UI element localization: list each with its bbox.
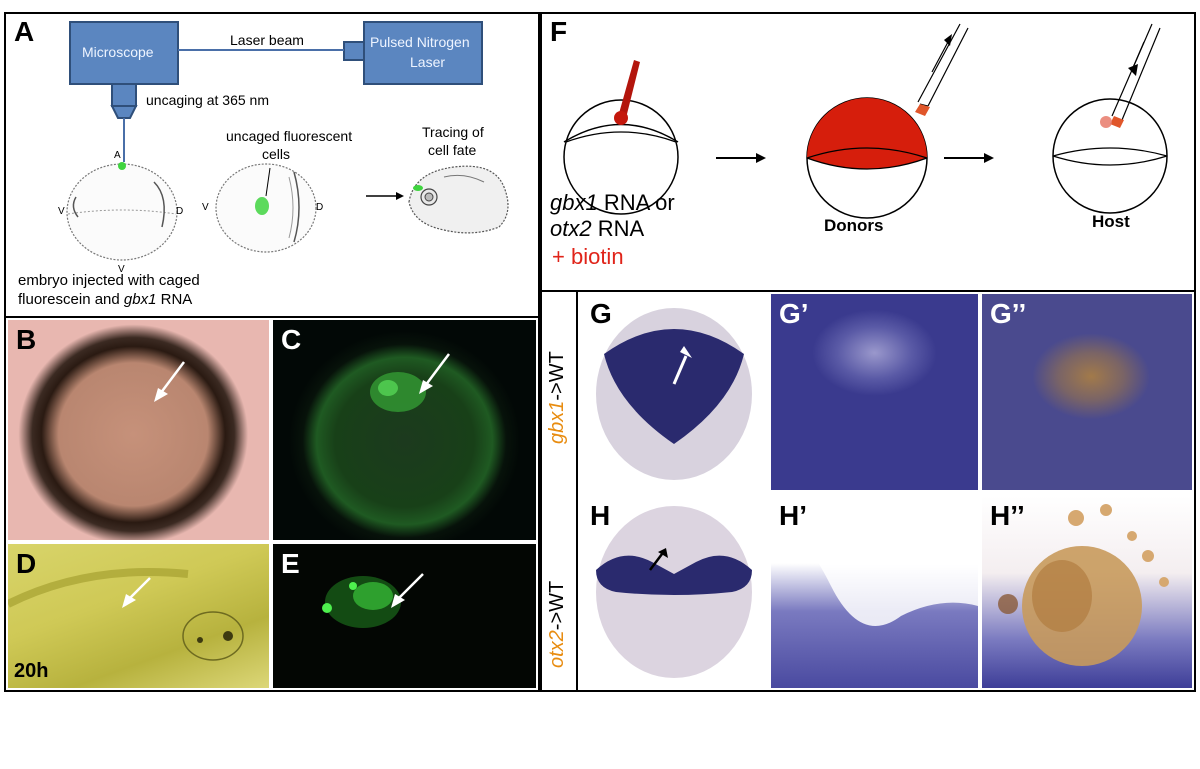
tracing-label-line1: Tracing of: [422, 124, 484, 140]
photo-c-letter: C: [281, 324, 302, 355]
panel-a-schematic: [66, 21, 509, 261]
photo-g-double-prime: G’’: [982, 294, 1192, 490]
axis-v-left-label: V: [58, 206, 65, 217]
row-label-g-suffix: ->WT: [546, 351, 568, 401]
panel-a-letter: A: [14, 16, 35, 47]
gbx1-gene: gbx1: [550, 190, 598, 215]
rna-or-text: RNA or: [597, 190, 675, 215]
photo-g-prime-letter: G’: [779, 298, 809, 329]
laser-nozzle: [343, 41, 365, 61]
photo-e: E: [273, 544, 536, 688]
photo-e-signal: [322, 573, 424, 628]
photo-grid-right: [540, 290, 1196, 692]
photo-e-letter: E: [281, 548, 300, 579]
caption-gene: gbx1: [123, 291, 157, 308]
microscope-label: Microscope: [82, 44, 154, 60]
photo-grid-left: [4, 316, 540, 692]
photo-h-letter: H: [590, 500, 611, 531]
axis-d-embryo2-label: D: [316, 202, 324, 213]
row-label-g-gene: gbx1: [546, 400, 568, 444]
photo-g-embryo: [596, 308, 752, 480]
time-label: 20h: [14, 660, 49, 682]
photo-g: G: [582, 294, 765, 490]
panel-a-caption-line2: fluorescein and gbx1 RNA: [18, 291, 192, 308]
objective-tip: [110, 105, 138, 119]
axis-v-embryo2-label: V: [202, 202, 209, 213]
photo-d-features: [8, 568, 244, 661]
photo-d-letter: D: [16, 548, 37, 579]
photo-h-prime: H’: [771, 496, 978, 688]
microscope-box: [69, 21, 179, 85]
uncaged-label-line2: cells: [262, 146, 291, 162]
donors-label: Donors: [824, 216, 884, 235]
photo-c-signal: [370, 353, 450, 412]
larva-drawing: [408, 165, 509, 234]
photo-h-prime-letter: H’: [779, 500, 807, 531]
host-label: Host: [1092, 212, 1130, 231]
otx2-gene: otx2: [550, 216, 592, 241]
photo-h-double-prime-letter: H’’: [990, 500, 1025, 531]
row-label-h-suffix: ->WT: [546, 580, 568, 631]
embryo-1-drawing: [66, 162, 178, 261]
objective: [111, 83, 137, 107]
photo-b: B: [8, 320, 269, 540]
row-label-h: otx2->WT: [546, 581, 569, 668]
axis-v-bottom-label: V: [118, 264, 125, 275]
embryo-2-drawing: [215, 163, 317, 253]
panel-f-schematic: [563, 23, 1168, 219]
biotin-label: + biotin: [552, 244, 624, 269]
photo-d: D 20h: [8, 544, 269, 688]
laser-label-line1: Pulsed Nitrogen: [370, 34, 470, 50]
panel-a-caption-line1: embryo injected with caged: [18, 272, 200, 289]
laser-label-line2: Laser: [410, 54, 446, 70]
axis-a-label: A: [114, 150, 121, 161]
row-divider: [576, 290, 578, 692]
donor-embryo: [806, 23, 969, 219]
host-embryo: [1052, 23, 1168, 214]
laser-box: [363, 21, 483, 85]
uncaging-label: uncaging at 365 nm: [146, 92, 269, 108]
row-label-g: gbx1->WT: [546, 351, 569, 444]
photo-h-prime-texture: [771, 496, 978, 626]
photo-g-double-prime-letter: G’’: [990, 298, 1027, 329]
injected-embryo: [563, 60, 679, 215]
photo-c: C: [273, 320, 536, 540]
photo-b-letter: B: [16, 324, 37, 355]
caption-text: fluorescein and: [18, 291, 124, 308]
rna-text: RNA: [591, 216, 645, 241]
gbx1-rna-label: gbx1 RNA or: [550, 190, 675, 216]
uncaged-label-line1: uncaged fluorescent: [226, 128, 353, 144]
panel-f-letter: F: [550, 16, 568, 47]
row-label-h-gene: otx2: [546, 630, 568, 668]
photo-b-arrow: [154, 361, 185, 402]
otx2-rna-label: otx2 RNA: [550, 216, 644, 242]
caption-suffix: RNA: [156, 291, 193, 308]
tracing-label-line2: cell fate: [428, 142, 477, 158]
photo-h-double-prime: H’’: [982, 496, 1192, 688]
photo-h-double-prime-cells: [998, 504, 1169, 666]
laser-beam-label: Laser beam: [230, 32, 304, 48]
photo-h-embryo: [596, 506, 752, 678]
photo-g-letter: G: [590, 298, 612, 329]
photo-h: H: [582, 496, 765, 688]
photo-g-prime: G’: [771, 294, 978, 490]
axis-d-label: D: [176, 206, 184, 217]
